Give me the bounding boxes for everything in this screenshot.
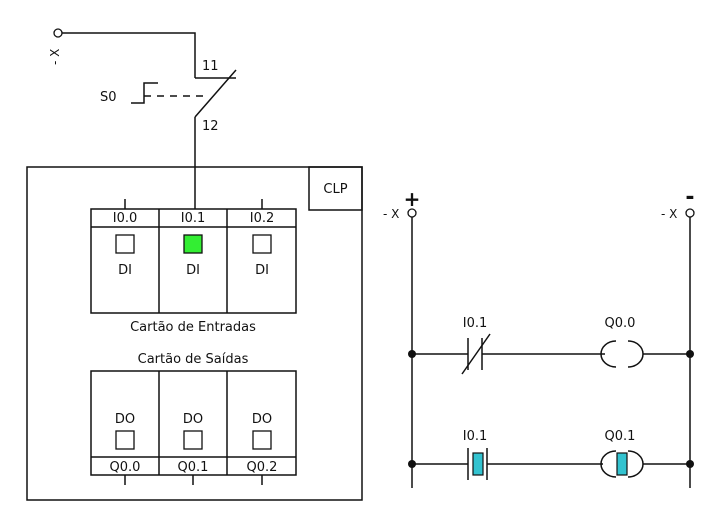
input-card: I0.0 I0.1 I0.2 DI DI DI Cartão de Entrad… [90, 199, 297, 335]
ladder-diagram: + - X - - X I0.1 Q0.0 I0.1 Q0.1 [383, 185, 695, 488]
input-indicator [115, 234, 135, 254]
right-rail-sign: - [685, 185, 694, 210]
coil-energized-indicator [616, 452, 628, 476]
output-type: DO [183, 412, 203, 427]
rung-1: I0.1 Q0.0 [408, 316, 694, 375]
input-indicator-active [183, 234, 203, 254]
plc-label: CLP [323, 182, 347, 197]
rung-2-contact-label: I0.1 [463, 429, 488, 444]
pushbutton-actuator [131, 82, 158, 104]
input-card-title: Cartão de Entradas [130, 320, 256, 335]
output-card: Cartão de Saídas DO DO DO Q0.0 Q0.1 Q0.2 [90, 352, 297, 485]
switch-circuit: - X S0 11 12 [48, 28, 237, 209]
terminal-11-label: 11 [202, 59, 219, 74]
coil-left-arc [600, 450, 617, 478]
input-address: I0.1 [181, 211, 206, 226]
switch-name: S0 [100, 90, 117, 105]
coil-right-arc [627, 340, 644, 368]
output-address: Q0.1 [178, 460, 209, 475]
contact-blade [194, 69, 237, 118]
nc-contact-slash [461, 333, 491, 375]
plc-label-box [308, 166, 363, 211]
input-card-frame [90, 208, 297, 314]
contact-energized-indicator [472, 452, 484, 476]
rung-1-coil-label: Q0.0 [605, 316, 636, 331]
coil-left-arc [600, 340, 617, 368]
terminal-12-label: 12 [202, 119, 219, 134]
right-rail-label: - X [661, 207, 677, 221]
coil-right-arc [627, 450, 644, 478]
output-type: DO [115, 412, 135, 427]
output-indicator [252, 430, 272, 450]
output-indicator [183, 430, 203, 450]
rung-2: I0.1 Q0.1 [408, 429, 694, 480]
left-rail-label: - X [383, 207, 399, 221]
rung-2-coil-label: Q0.1 [605, 429, 636, 444]
plc-enclosure: CLP [26, 166, 363, 501]
right-rail-terminal [685, 208, 695, 218]
rung-1-contact-label: I0.1 [463, 316, 488, 331]
input-indicator [252, 234, 272, 254]
input-address: I0.2 [250, 211, 275, 226]
input-address: I0.0 [113, 211, 138, 226]
input-type: DI [186, 263, 200, 278]
left-rail-sign: + [404, 187, 421, 211]
plc-frame [26, 166, 363, 501]
supply-terminal [53, 28, 63, 38]
input-type: DI [255, 263, 269, 278]
output-address: Q0.0 [110, 460, 141, 475]
input-type: DI [118, 263, 132, 278]
supply-label: - X [48, 49, 62, 65]
supply-wire [62, 32, 196, 78]
left-rail-terminal [407, 208, 417, 218]
output-card-title: Cartão de Saídas [138, 352, 249, 367]
output-type: DO [252, 412, 272, 427]
output-indicator [115, 430, 135, 450]
output-address: Q0.2 [247, 460, 278, 475]
